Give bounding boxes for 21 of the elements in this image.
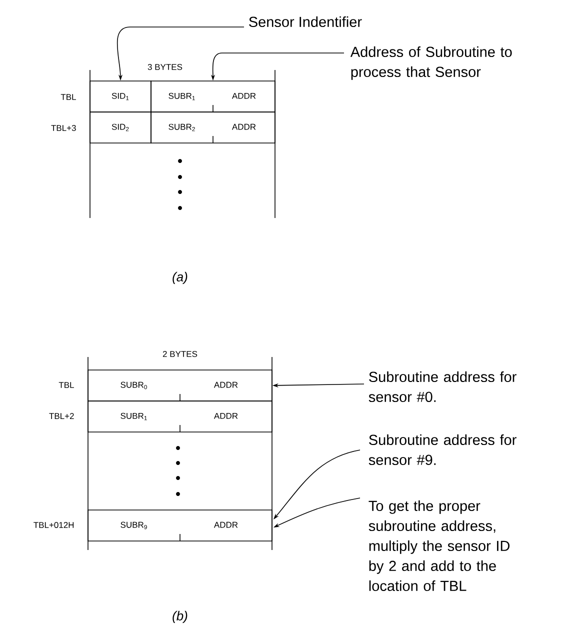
row-label: TBL (58, 382, 74, 388)
table-row: SUBR$_{1}$ ADDR (150, 80, 276, 112)
caption-label: (b) (172, 610, 188, 624)
annotation-text: Subroutine address for sensor #0. (368, 371, 516, 402)
row-label: TBL+3 (51, 125, 76, 131)
column-heading: 3 BYTES (148, 64, 182, 70)
table-row: SUBR$_{9}$ ADDR (88, 510, 272, 542)
annotation-text: Subroutine address for sensor #9. (368, 434, 516, 466)
row-label: TBL (60, 94, 76, 100)
table-row: SID$_{2}$ (90, 112, 152, 144)
table-row: SUBR$_{1}$ ADDR (88, 400, 272, 432)
annotation-text: To get the proper subroutine address, multiply the sensor ID by 2 and add to the location of TBL (368, 500, 510, 592)
table-row: SID$_{1}$ (90, 80, 152, 112)
table-row: SUBR$_{0}$ ADDR (88, 370, 272, 402)
annotation-text: Address of Subroutine to process that Sensor (350, 46, 512, 80)
row-label: TBL+2 (49, 413, 74, 419)
annotation-text: Sensor Indentifier (249, 16, 362, 28)
table-row: SUBR$_{2}$ ADDR (150, 112, 276, 144)
column-heading: 2 BYTES (162, 351, 198, 357)
caption-label: (a) (172, 272, 188, 284)
row-label: TBL+012H (34, 522, 74, 528)
